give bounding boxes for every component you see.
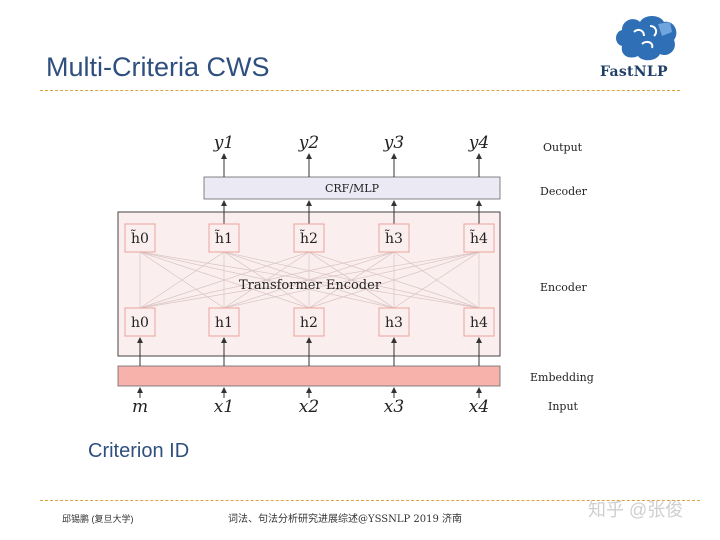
output-token: y1 [213, 133, 234, 153]
watermark: 知乎 @张俊 [588, 500, 684, 520]
hidden-top-node-label: h̃0 [131, 229, 149, 247]
embedding-layer-label: Embedding [530, 371, 594, 384]
hidden-top-node-box [208, 223, 240, 253]
encoder-layer-label: Encoder [540, 281, 587, 294]
attention-line [139, 251, 310, 309]
hidden-top-node-label: h̃1 [215, 229, 233, 247]
input-layer-label: Input [548, 400, 579, 413]
embedding-bar [117, 365, 501, 387]
attention-line [139, 251, 480, 309]
hidden-bottom-node-label: h3 [385, 315, 403, 331]
hidden-bottom-node-box [124, 307, 156, 337]
decoder-bar [203, 176, 501, 200]
attention-line [308, 251, 480, 309]
hidden-bottom-node-box [293, 307, 325, 337]
footer-author: 邱锡鹏 (复旦大学) [62, 514, 134, 524]
hidden-top-node-label: h̃3 [385, 229, 403, 247]
hidden-top-node-box [124, 223, 156, 253]
hidden-top-node-box [378, 223, 410, 253]
output-token: y3 [383, 133, 404, 153]
footer-citation: 词法、句法分析研究进展综述@YSSNLP 2019 济南 [228, 514, 463, 525]
hidden-bottom-node-box [208, 307, 240, 337]
title-divider [40, 90, 680, 91]
decoder-label: CRF/MLP [325, 182, 380, 195]
hidden-top-node-box [463, 223, 495, 253]
attention-line [139, 251, 225, 309]
input-token: x2 [299, 397, 319, 417]
slide-title: Multi-Criteria CWS [46, 52, 270, 82]
output-layer-label: Output [543, 141, 583, 154]
output-token: y2 [298, 133, 319, 153]
decoder-layer-label: Decoder [540, 185, 588, 198]
encoder-label: Transformer Encoder [239, 278, 382, 293]
attention-line [139, 251, 395, 309]
attention-line [223, 251, 480, 309]
hidden-top-node-label: h̃2 [300, 229, 318, 247]
hidden-top-node-label: h̃4 [470, 229, 488, 247]
attention-line [393, 251, 480, 309]
criterion-id-label: Criterion ID [88, 440, 190, 462]
brain-logo-icon [616, 16, 677, 61]
input-token: x1 [214, 397, 234, 417]
footer-divider [40, 500, 700, 501]
input-token: x4 [469, 397, 489, 417]
hidden-bottom-node-label: h4 [470, 315, 488, 331]
logo-text: FastNLP [600, 64, 668, 80]
hidden-top-node-box [293, 223, 325, 253]
hidden-bottom-node-box [463, 307, 495, 337]
hidden-bottom-node-box [378, 307, 410, 337]
hidden-bottom-node-label: h1 [215, 315, 233, 331]
output-token: y4 [468, 133, 489, 153]
hidden-bottom-node-label: h2 [300, 315, 318, 331]
input-token: m [132, 397, 148, 417]
hidden-bottom-node-label: h0 [131, 315, 149, 331]
input-token: x3 [384, 397, 404, 417]
